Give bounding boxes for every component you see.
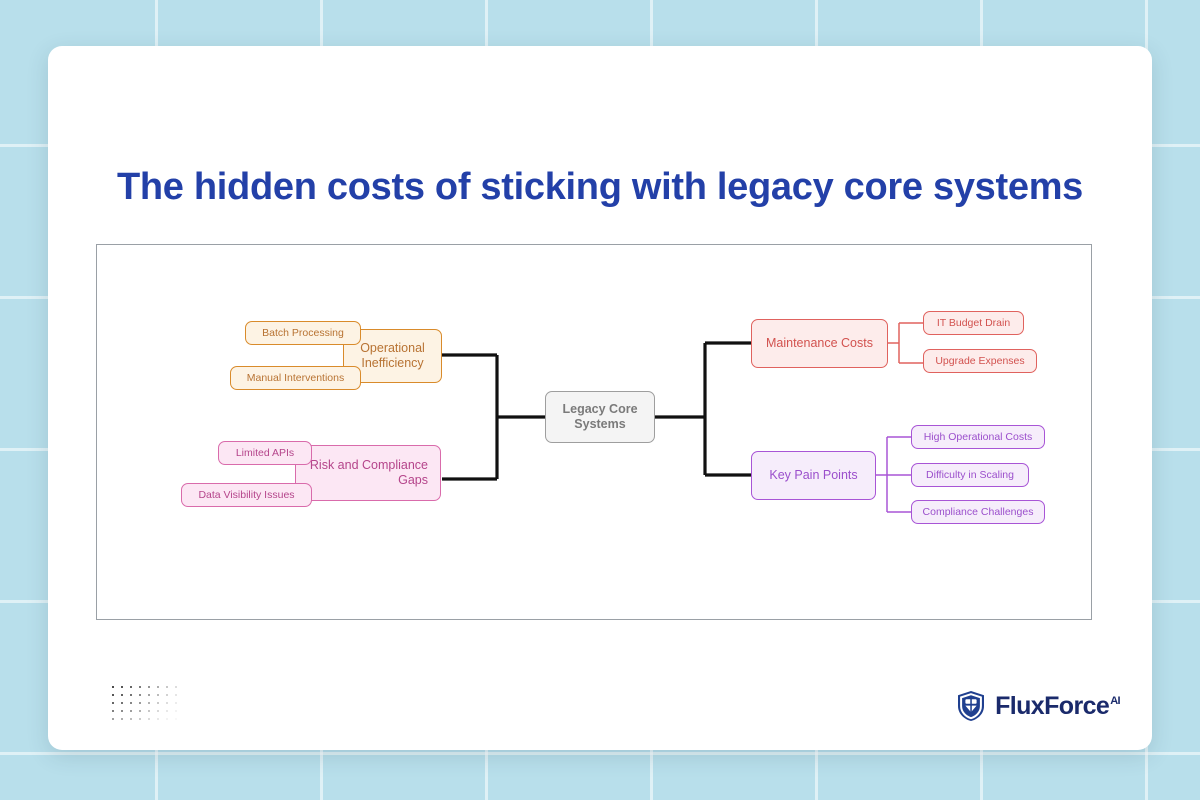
trunk-left-connector — [442, 353, 545, 481]
node-it-budget-drain[interactable]: IT Budget Drain — [923, 311, 1024, 335]
node-label: Limited APIs — [235, 446, 295, 459]
dot-grid-decoration — [112, 686, 177, 720]
node-risk-and-compliance-gaps[interactable]: Risk and Compliance Gaps — [295, 445, 441, 501]
node-batch-processing[interactable]: Batch Processing — [245, 321, 361, 345]
node-label: Risk and Compliance Gaps — [309, 457, 428, 487]
node-label: Operational Inefficiency — [360, 340, 425, 370]
logo-name: FluxForce — [995, 691, 1110, 720]
red-subconnectors — [887, 322, 925, 364]
diagram-frame: Legacy Core Systems Operational Ineffici… — [96, 244, 1092, 620]
node-label: Data Visibility Issues — [198, 488, 295, 501]
node-manual-interventions[interactable]: Manual Interventions — [230, 366, 361, 390]
node-legacy-core-systems[interactable]: Legacy Core Systems — [545, 391, 655, 443]
node-high-operational-costs[interactable]: High Operational Costs — [911, 425, 1045, 449]
node-label: Manual Interventions — [246, 371, 345, 384]
logo-superscript: AI — [1110, 695, 1120, 708]
node-limited-apis[interactable]: Limited APIs — [218, 441, 312, 465]
node-label: Difficulty in Scaling — [926, 468, 1014, 481]
node-label: Compliance Challenges — [922, 505, 1034, 518]
node-label: Batch Processing — [262, 326, 344, 339]
node-key-pain-points[interactable]: Key Pain Points — [751, 451, 876, 500]
node-label: Maintenance Costs — [765, 335, 873, 350]
logo-wordmark: FluxForceAI — [995, 692, 1120, 721]
node-label: Key Pain Points — [769, 467, 858, 482]
node-label: High Operational Costs — [923, 430, 1033, 443]
node-difficulty-in-scaling[interactable]: Difficulty in Scaling — [911, 463, 1029, 487]
purple-subconnectors — [875, 436, 913, 513]
trunk-right-connector — [655, 341, 751, 477]
page-title: The hidden costs of sticking with legacy… — [116, 166, 1084, 209]
node-label: Upgrade Expenses — [935, 354, 1025, 367]
node-compliance-challenges[interactable]: Compliance Challenges — [911, 500, 1045, 524]
node-upgrade-expenses[interactable]: Upgrade Expenses — [923, 349, 1037, 373]
node-maintenance-costs[interactable]: Maintenance Costs — [751, 319, 888, 368]
slide-card: The hidden costs of sticking with legacy… — [48, 46, 1152, 750]
brand-logo: FluxForceAI — [956, 690, 1121, 722]
node-label: Legacy Core Systems — [562, 401, 638, 431]
node-data-visibility-issues[interactable]: Data Visibility Issues — [181, 483, 312, 507]
node-label: IT Budget Drain — [936, 316, 1011, 329]
shield-icon — [958, 691, 985, 721]
